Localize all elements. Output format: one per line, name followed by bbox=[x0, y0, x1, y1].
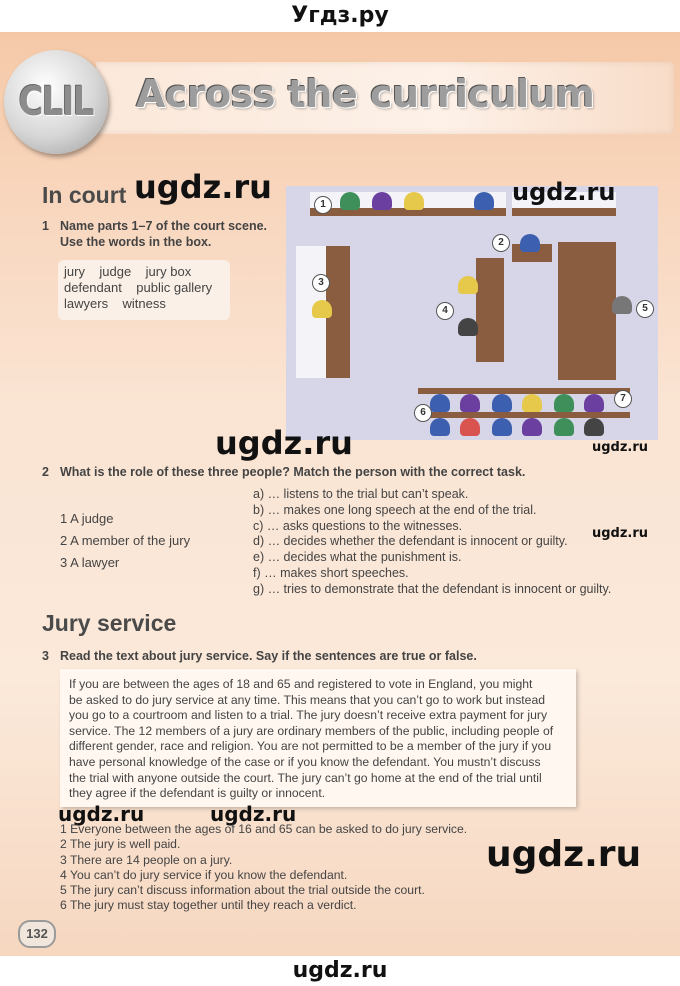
person-icon bbox=[612, 296, 632, 314]
watermark: ugdz.ru bbox=[134, 168, 272, 206]
public-gallery-rail bbox=[418, 388, 630, 394]
list-item: e) … decides what the punishment is. bbox=[253, 550, 462, 565]
word: lawyers bbox=[64, 296, 109, 311]
person-icon bbox=[492, 394, 512, 412]
tasks-list: a) … listens to the trial but can’t spea… bbox=[253, 487, 611, 598]
task-text: Read the text about jury service. Say if… bbox=[60, 649, 477, 663]
person-icon bbox=[584, 394, 604, 412]
list-item: 5 The jury can’t discuss information abo… bbox=[60, 883, 425, 898]
watermark: ugdz.ru bbox=[592, 440, 649, 455]
person-icon bbox=[372, 192, 392, 210]
person-icon bbox=[520, 234, 540, 252]
task-text: What is the role of these three people? … bbox=[60, 465, 526, 479]
person-icon bbox=[492, 418, 512, 436]
list-item: 4 You can’t do jury service if you know … bbox=[60, 867, 348, 882]
text-line: you go to a courtroom and listen to a tr… bbox=[69, 708, 548, 723]
person-icon bbox=[474, 192, 494, 210]
list-item: d) … decides whether the defendant is in… bbox=[253, 534, 568, 549]
person-icon bbox=[458, 318, 478, 336]
bottom-watermark: ugdz.ru bbox=[292, 958, 388, 983]
text-line: service. The 12 members of a jury are or… bbox=[69, 723, 554, 738]
list-item: a) … listens to the trial but can’t spea… bbox=[253, 487, 469, 501]
list-item: 3 There are 14 people on a jury. bbox=[60, 852, 233, 867]
clil-badge-text: CLIL bbox=[18, 79, 95, 125]
word: jury bbox=[64, 264, 85, 279]
side-bench-desk bbox=[512, 208, 616, 216]
title-band bbox=[96, 62, 674, 134]
clil-badge: CLIL bbox=[4, 50, 108, 154]
watermark: ugdz.ru bbox=[486, 834, 642, 875]
statements-list: 1 Everyone between the ages of 16 and 65… bbox=[60, 822, 467, 914]
text-line: different gender, race and religion. You… bbox=[69, 739, 552, 754]
watermark: ugdz.ru bbox=[215, 424, 353, 462]
person-icon bbox=[584, 418, 604, 436]
person-icon bbox=[460, 394, 480, 412]
list-item: 2 The jury is well paid. bbox=[60, 837, 181, 852]
person-icon bbox=[312, 300, 332, 318]
task-number: 1 bbox=[42, 219, 49, 233]
person-icon bbox=[404, 192, 424, 210]
site-label: Угдз.ру bbox=[291, 3, 389, 28]
word-box: jury judge jury box defendant public gal… bbox=[58, 260, 230, 320]
marker-5: 5 bbox=[636, 300, 654, 318]
task-2-instruction: 2 What is the role of these three people?… bbox=[42, 464, 525, 480]
task-text-line: Use the words in the box. bbox=[60, 235, 212, 249]
marker-1: 1 bbox=[314, 196, 332, 214]
marker-3: 3 bbox=[312, 274, 330, 292]
section-heading-jury-service: Jury service bbox=[42, 610, 177, 636]
list-item: c) … asks questions to the witnesses. bbox=[253, 518, 463, 533]
list-item: 6 The jury must stay together until they… bbox=[60, 898, 357, 913]
task-3-instruction: 3 Read the text about jury service. Say i… bbox=[42, 648, 477, 664]
word: witness bbox=[122, 296, 166, 311]
word: public gallery bbox=[136, 280, 213, 295]
text-line: have personal knowledge of the case or i… bbox=[69, 754, 541, 769]
task-1-instruction: 1 Name parts 1–7 of the court scene. Use … bbox=[42, 218, 267, 250]
list-item: f) … makes short speeches. bbox=[253, 565, 409, 580]
person-icon bbox=[522, 394, 542, 412]
word: defendant bbox=[64, 280, 122, 295]
list-item: 2 A member of the jury bbox=[60, 533, 191, 548]
marker-4: 4 bbox=[436, 302, 454, 320]
person-icon bbox=[522, 418, 542, 436]
public-gallery-rail bbox=[418, 412, 630, 418]
lawyers-table bbox=[476, 258, 504, 362]
list-item: 3 A lawyer bbox=[60, 555, 120, 570]
task-number: 3 bbox=[42, 649, 49, 663]
court-scene-illustration: 1 2 3 4 5 6 7 bbox=[286, 186, 658, 440]
judge-bench-desk bbox=[310, 208, 506, 216]
list-item: 1 A judge bbox=[60, 511, 114, 526]
reading-text-box: If you are between the ages of 18 and 65… bbox=[60, 669, 576, 807]
watermark: ugdz.ru bbox=[592, 526, 649, 541]
person-icon bbox=[340, 192, 360, 210]
watermark: ugdz.ru bbox=[58, 802, 145, 826]
text-line: they agree if the defendant is guilty or… bbox=[69, 786, 326, 801]
watermark: ugdz.ru bbox=[210, 802, 297, 826]
word: judge bbox=[99, 264, 132, 279]
defendant-dock bbox=[558, 242, 616, 380]
person-icon bbox=[430, 418, 450, 436]
list-item: g) … tries to demonstrate that the defen… bbox=[253, 581, 612, 596]
text-line: be asked to do jury service at any time.… bbox=[69, 692, 546, 707]
list-item: 1 Everyone between the ages of 16 and 65… bbox=[60, 822, 468, 836]
task-text-line: Name parts 1–7 of the court scene. bbox=[60, 219, 268, 233]
marker-2: 2 bbox=[492, 234, 510, 252]
page-title: Across the curriculum bbox=[136, 72, 595, 116]
person-icon bbox=[554, 394, 574, 412]
word: jury box bbox=[145, 264, 192, 279]
person-icon bbox=[458, 276, 478, 294]
list-item: b) … makes one long speech at the end of… bbox=[253, 502, 537, 517]
marker-6: 6 bbox=[414, 404, 432, 422]
section-heading-in-court: In court bbox=[42, 182, 127, 208]
text-line: the trial with anyone outside the court.… bbox=[69, 770, 542, 785]
task-number: 2 bbox=[42, 465, 49, 479]
textbook-page: CLIL Across the curriculum In court ugdz… bbox=[0, 32, 680, 956]
page-number: 132 bbox=[18, 920, 56, 948]
people-list: 1 A judge 2 A member of the jury 3 A law… bbox=[60, 511, 190, 577]
watermark: ugdz.ru bbox=[512, 178, 616, 206]
person-icon bbox=[554, 418, 574, 436]
person-icon bbox=[430, 394, 450, 412]
marker-7: 7 bbox=[614, 390, 632, 408]
person-icon bbox=[460, 418, 480, 436]
text-line: If you are between the ages of 18 and 65… bbox=[69, 677, 533, 691]
